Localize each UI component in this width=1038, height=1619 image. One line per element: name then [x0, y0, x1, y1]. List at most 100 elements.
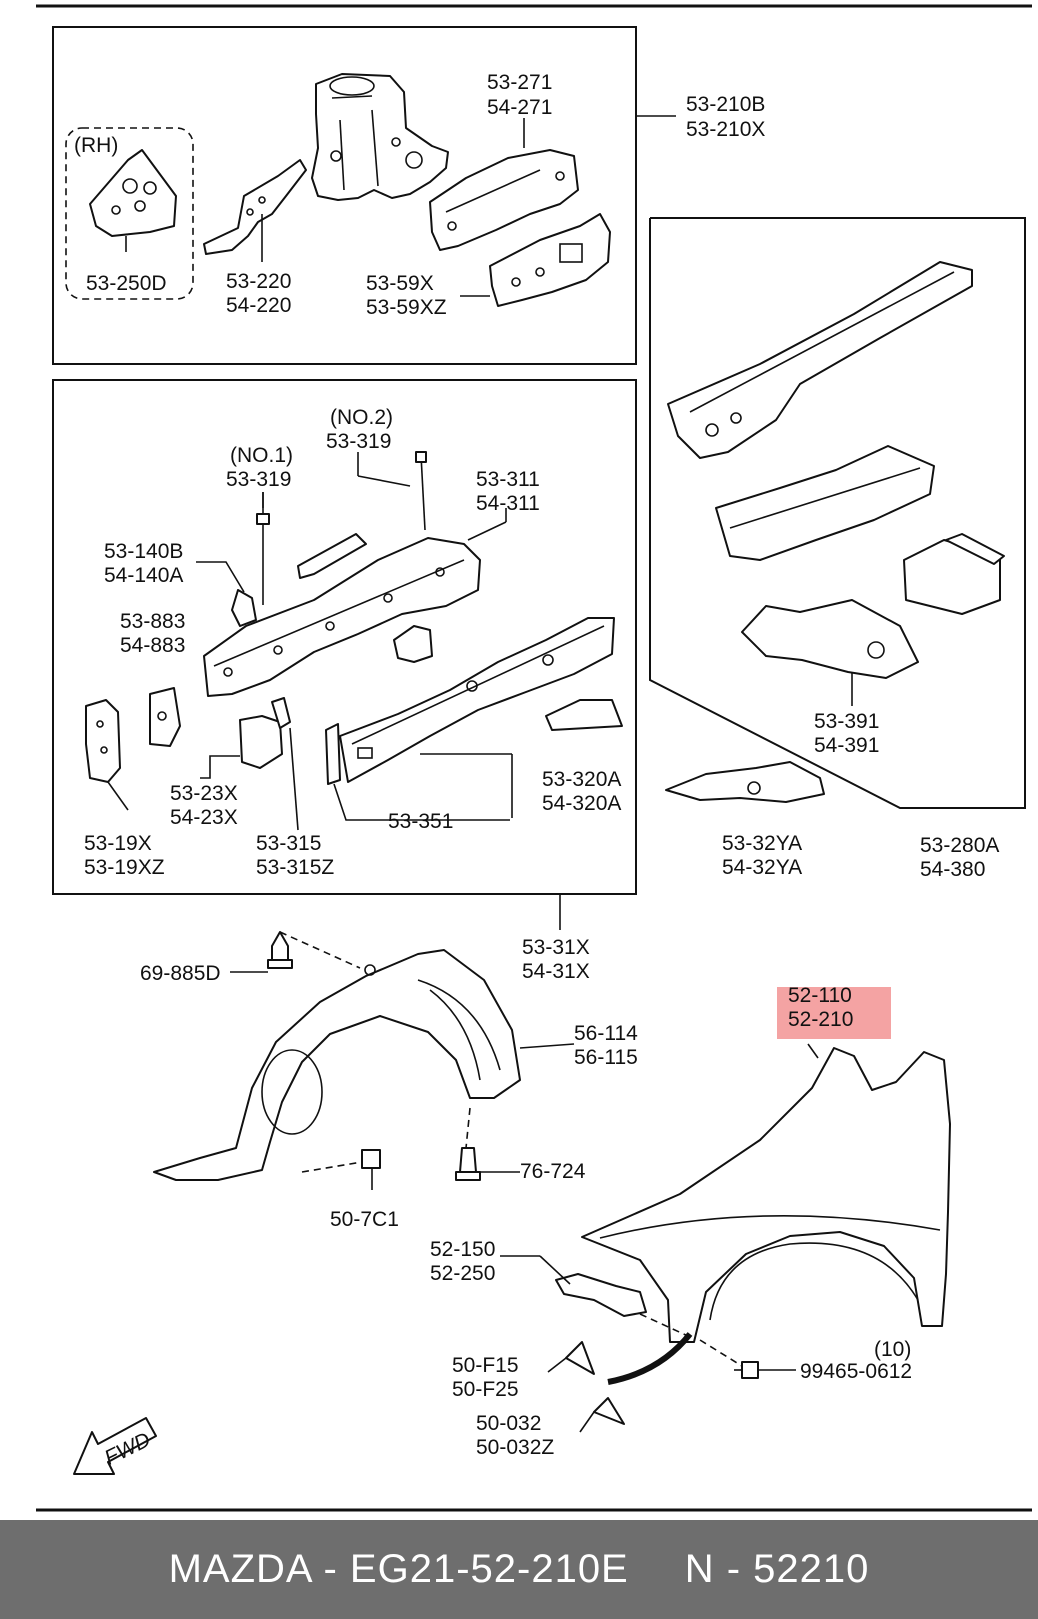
- footer-part-number: MAZDA - EG21-52-210E: [168, 1547, 629, 1591]
- label-50-f15[interactable]: 50-F15: [452, 1354, 519, 1377]
- part-53-140b[interactable]: [196, 561, 257, 627]
- label-54-140a[interactable]: 54-140A: [104, 564, 183, 587]
- label-53-210x[interactable]: 53-210X: [686, 118, 765, 141]
- part-53-220[interactable]: [203, 159, 307, 262]
- label-54-320a[interactable]: 54-320A: [542, 792, 621, 815]
- label-53-271[interactable]: 53-271: [487, 71, 552, 94]
- label-rh: (RH): [74, 134, 118, 157]
- label-53-210b[interactable]: 53-210B: [686, 93, 765, 116]
- label-53-19xz[interactable]: 53-19XZ: [84, 856, 165, 879]
- bolt-53-319-no1[interactable]: [256, 492, 270, 605]
- rh-dashed-box: [65, 127, 194, 300]
- footer-bar: MAZDA - EG21-52-210E N - 52210: [0, 1520, 1038, 1619]
- fwd-arrow-icon: FWD: [73, 1417, 157, 1475]
- label-53-140b[interactable]: 53-140B: [104, 540, 183, 563]
- label-54-883[interactable]: 54-883: [120, 634, 185, 657]
- part-53-280a-rail[interactable]: [667, 261, 973, 459]
- label-53-883[interactable]: 53-883: [120, 610, 185, 633]
- label-56-115[interactable]: 56-115: [574, 1046, 638, 1069]
- label-54-391[interactable]: 54-391: [814, 734, 879, 757]
- label-53-311[interactable]: 53-311: [476, 468, 540, 491]
- label-54-380[interactable]: 54-380: [920, 858, 985, 881]
- highlight-52-110: [777, 987, 891, 1039]
- label-52-150[interactable]: 52-150: [430, 1238, 495, 1261]
- leader-56-114: [519, 1043, 575, 1049]
- label-53-351[interactable]: 53-351: [388, 810, 453, 833]
- labels: 53-271 54-271 53-210B 53-210X (RH) 53-25…: [74, 71, 999, 1459]
- label-53-315z[interactable]: 53-315Z: [256, 856, 334, 879]
- clip-69-885d[interactable]: [230, 931, 293, 973]
- dashed-leader-50-7c1: [301, 1161, 363, 1173]
- part-53-391[interactable]: [741, 599, 919, 706]
- label-99465-0612[interactable]: 99465-0612: [800, 1360, 912, 1383]
- clip-76-724[interactable]: [455, 1147, 520, 1181]
- part-fender-seal[interactable]: [607, 1332, 693, 1385]
- label-53-319-no2[interactable]: 53-319: [326, 430, 391, 453]
- part-53-320a-frame[interactable]: [339, 617, 615, 818]
- label-53-315[interactable]: 53-315: [256, 832, 321, 855]
- part-53-271[interactable]: [429, 118, 579, 251]
- label-52-250[interactable]: 52-250: [430, 1262, 495, 1285]
- part-50-032-clip[interactable]: [579, 1397, 625, 1433]
- part-53-250d[interactable]: [89, 149, 177, 252]
- bolt-53-319-no2[interactable]: [357, 451, 427, 531]
- label-qty-10: (10): [874, 1338, 911, 1361]
- label-no2: (NO.2): [330, 406, 393, 429]
- part-crossmember-brackets[interactable]: [903, 533, 1005, 615]
- frame-group-box: [52, 379, 637, 895]
- label-56-114[interactable]: 56-114: [574, 1022, 638, 1045]
- label-52-210[interactable]: 52-210: [788, 1008, 853, 1031]
- part-middle-bracket[interactable]: [393, 625, 433, 663]
- part-53-210b[interactable]: [311, 73, 449, 201]
- part-53-32ya[interactable]: [665, 761, 825, 803]
- label-53-220[interactable]: 53-220: [226, 270, 291, 293]
- label-54-31x[interactable]: 54-31X: [522, 960, 590, 983]
- label-53-59xz[interactable]: 53-59XZ: [366, 296, 447, 319]
- part-53-351-bracket[interactable]: [325, 723, 510, 821]
- part-52-210-front-fender[interactable]: [581, 1043, 951, 1343]
- label-53-19x[interactable]: 53-19X: [84, 832, 152, 855]
- label-76-724[interactable]: 76-724: [520, 1160, 586, 1183]
- part-53-23x[interactable]: [200, 715, 283, 779]
- part-53-59x[interactable]: [460, 213, 611, 307]
- label-53-319-no1[interactable]: 53-319: [226, 468, 291, 491]
- part-52-150-bracket[interactable]: [500, 1255, 647, 1317]
- label-53-391[interactable]: 53-391: [814, 710, 879, 733]
- part-53-883[interactable]: [149, 687, 181, 747]
- part-53-311-frame[interactable]: [203, 508, 507, 697]
- label-54-311[interactable]: 54-311: [476, 492, 540, 515]
- bolt-99465-0612[interactable]: [734, 1361, 796, 1379]
- label-54-271[interactable]: 54-271: [487, 96, 552, 119]
- clip-50-7c1[interactable]: [361, 1149, 381, 1190]
- label-50-7c1[interactable]: 50-7C1: [330, 1208, 399, 1231]
- part-upper-reinforcement[interactable]: [297, 533, 367, 579]
- label-69-885d[interactable]: 69-885D: [140, 962, 221, 985]
- label-53-32ya[interactable]: 53-32YA: [722, 832, 802, 855]
- label-50-f25[interactable]: 50-F25: [452, 1378, 519, 1401]
- dashed-leader-99465: [699, 1339, 743, 1367]
- part-50-f15-clip[interactable]: [547, 1341, 595, 1375]
- parts-diagram: FWD 53-271 54-271 53-210B 53-210X (RH) 5…: [36, 4, 1032, 1512]
- label-53-250d[interactable]: 53-250D: [86, 272, 167, 295]
- part-56-114-liner[interactable]: [153, 949, 521, 1181]
- label-53-320a[interactable]: 53-320A: [542, 768, 621, 791]
- part-rail-lower[interactable]: [715, 445, 935, 561]
- dashed-leader-52-150: [639, 1313, 689, 1337]
- label-53-23x[interactable]: 53-23X: [170, 782, 238, 805]
- label-50-032[interactable]: 50-032: [476, 1412, 541, 1435]
- label-54-23x[interactable]: 54-23X: [170, 806, 238, 829]
- part-small-gusset[interactable]: [545, 699, 623, 731]
- label-50-032z[interactable]: 50-032Z: [476, 1436, 554, 1459]
- part-53-315[interactable]: [271, 697, 299, 831]
- rail-group-box: [649, 217, 1026, 809]
- label-54-32ya[interactable]: 54-32YA: [722, 856, 802, 879]
- label-53-59x[interactable]: 53-59X: [366, 272, 434, 295]
- part-53-19x[interactable]: [85, 699, 129, 811]
- label-52-110[interactable]: 52-110: [788, 984, 852, 1007]
- label-53-280a[interactable]: 53-280A: [920, 834, 999, 857]
- apron-group-box: [52, 26, 637, 365]
- dashed-leader-76-724: [465, 1107, 471, 1149]
- dashed-leader-69-885d: [279, 931, 361, 969]
- label-53-31x[interactable]: 53-31X: [522, 936, 590, 959]
- label-54-220[interactable]: 54-220: [226, 294, 291, 317]
